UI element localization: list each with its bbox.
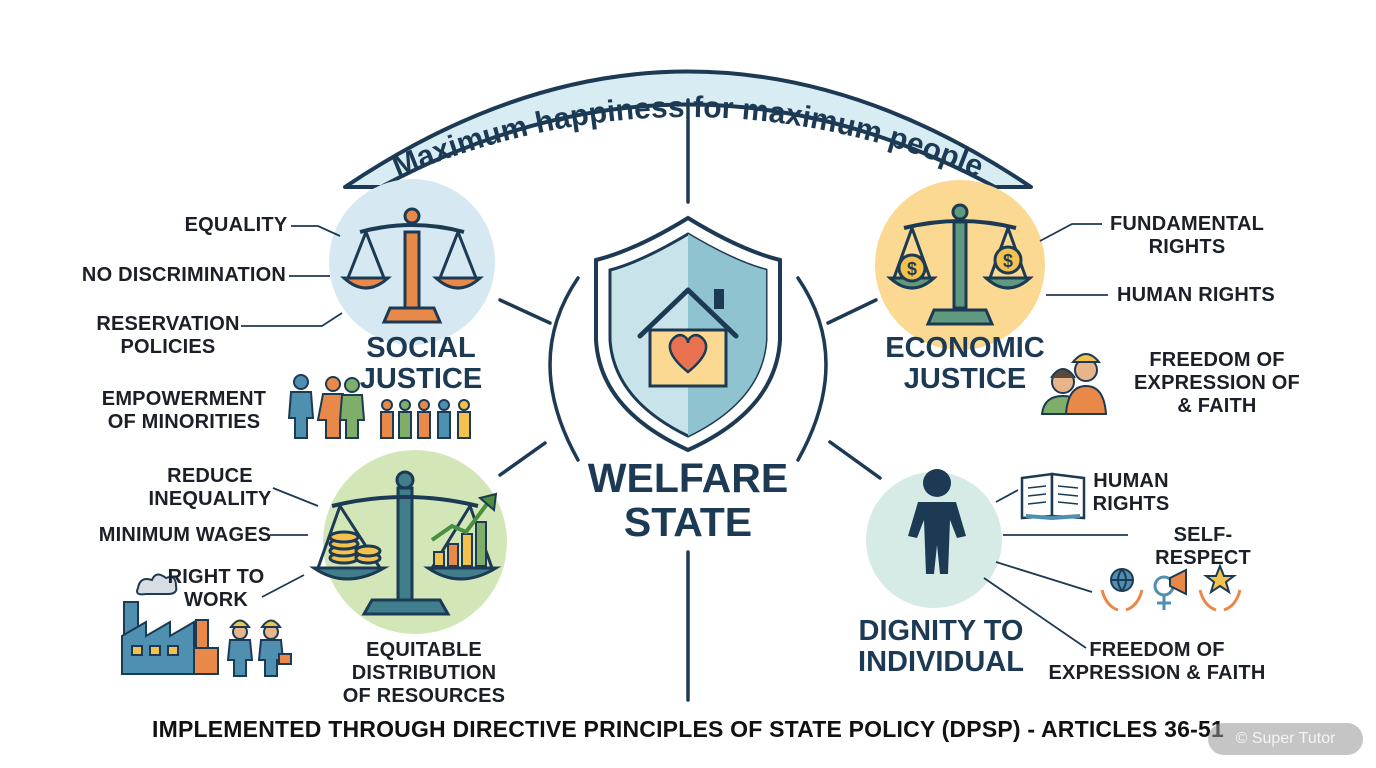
center-connectors <box>498 98 882 702</box>
center-title: WELFARE STATE <box>587 455 789 545</box>
economic-equality-section <box>121 450 507 677</box>
workers-icon <box>226 619 292 677</box>
svg-text:$: $ <box>1003 251 1013 271</box>
label-human-rights: HUMAN RIGHTS <box>1117 284 1275 306</box>
dignity-section <box>866 469 1242 649</box>
social-justice-title: SOCIAL JUSTICE <box>359 332 483 395</box>
workers-icon <box>1040 353 1108 415</box>
svg-text:$: $ <box>907 259 917 279</box>
growth-chart-icon <box>430 492 498 567</box>
footer-caption: IMPLEMENTED THROUGH DIRECTIVE PRINCIPLES… <box>152 716 1224 742</box>
label-freedom-of-expression-of-faith: FREEDOM OF EXPRESSION OF & FAITH <box>1134 349 1300 417</box>
person-icon <box>908 469 966 574</box>
label-fundamental-rights: FUNDAMENTAL RIGHTS <box>1109 213 1265 258</box>
dignity-title: DIGNITY TO INDIVIDUAL <box>858 615 1024 678</box>
social-justice-section <box>241 179 495 439</box>
label-right-to-work: RIGHT TO WORK <box>167 566 265 611</box>
label-self-respect: SELF-RESPECT <box>1155 524 1251 569</box>
money-scales-icon <box>886 203 1034 326</box>
star-hands-icon <box>1198 563 1242 612</box>
label-reservation-policies: RESERVATION POLICIES <box>96 313 240 358</box>
label-empowerment-of-minorities: EMPOWERMENT OF MINORITIES <box>101 388 267 433</box>
label-dignity-human-rights: HUMAN RIGHTS <box>1092 470 1170 515</box>
label-reduce-inequality: REDUCE INEQUALITY <box>148 465 272 510</box>
label-minimum-wages: MINIMUM WAGES <box>98 524 272 546</box>
book-icon <box>1020 472 1086 521</box>
family-icon <box>287 374 471 439</box>
economic-justice-section: $ $ <box>875 180 1108 415</box>
label-no-discrimination: NO DISCRIMINATION <box>81 264 287 286</box>
globe-hands-icon <box>1100 568 1144 612</box>
label-equality: EQUALITY <box>184 214 288 236</box>
economic-justice-title: ECONOMIC JUSTICE <box>885 332 1045 395</box>
label-freedom-of-expression-and-faith: FREEDOM OF EXPRESSION & FAITH <box>1048 639 1266 684</box>
watermark: © Super Tutor <box>1208 723 1363 755</box>
scales-of-justice-icon <box>340 207 484 324</box>
factory-icon <box>121 573 219 675</box>
label-equitable-distribution: EQUITABLE DISTRIBUTION OF RESOURCES <box>342 639 506 707</box>
shield-house-icon <box>594 215 782 453</box>
megaphone-icon <box>1153 568 1187 610</box>
coins-scales-icon <box>309 470 502 616</box>
heart-icon <box>668 333 708 374</box>
